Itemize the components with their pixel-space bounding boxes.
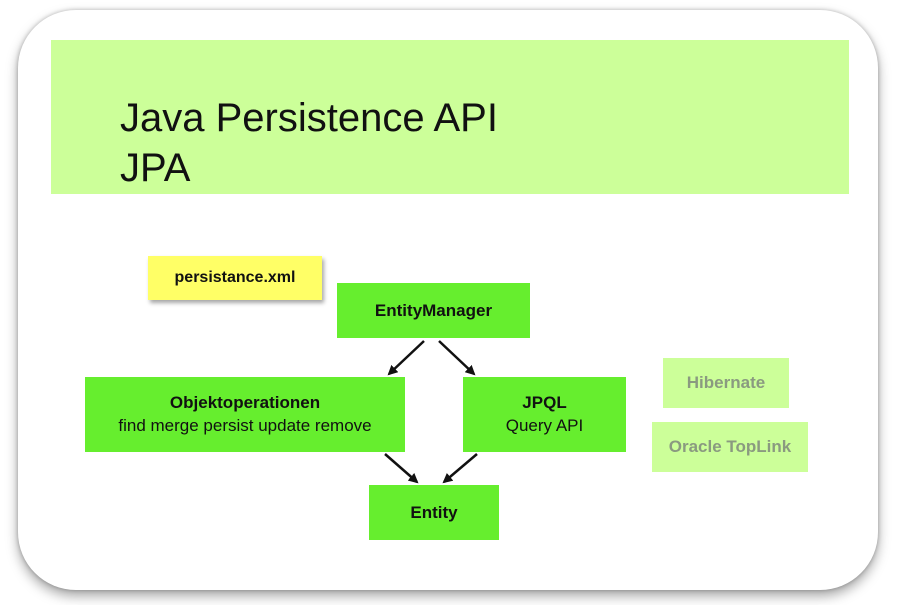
node-entity: Entity [369,485,499,540]
node-jpql-subtitle: Query API [505,416,584,435]
provider-hibernate: Hibernate [663,358,789,408]
node-jpql-title: JPQL [522,393,567,412]
node-jpql: JPQL Query API [463,377,626,452]
arrow-entitymanager-to-jpql [438,340,476,376]
provider-hibernate-label: Hibernate [686,373,766,392]
arrow-jpql-to-entity [442,453,478,484]
node-entity-manager-label: EntityManager [374,300,493,320]
persistence-xml-label: persistance.xml [174,269,296,286]
arrow-objektoperationen-to-entity [384,453,419,484]
persistence-xml-note: persistance.xml [148,256,322,300]
slide-title-line2: JPA [120,146,191,190]
node-entity-label: Entity [410,502,458,522]
node-objektoperationen: Objektoperationen find merge persist upd… [85,377,405,452]
node-objektoperationen-subtitle: find merge persist update remove [118,416,372,435]
node-entity-manager: EntityManager [337,283,530,338]
provider-oracle-toplink-label: Oracle TopLink [668,437,792,456]
title-band [51,40,849,194]
slide-title-line1: Java Persistence API [120,96,498,140]
provider-oracle-toplink: Oracle TopLink [652,422,808,472]
arrow-entitymanager-to-objektoperationen [387,340,425,376]
node-objektoperationen-title: Objektoperationen [169,393,321,412]
